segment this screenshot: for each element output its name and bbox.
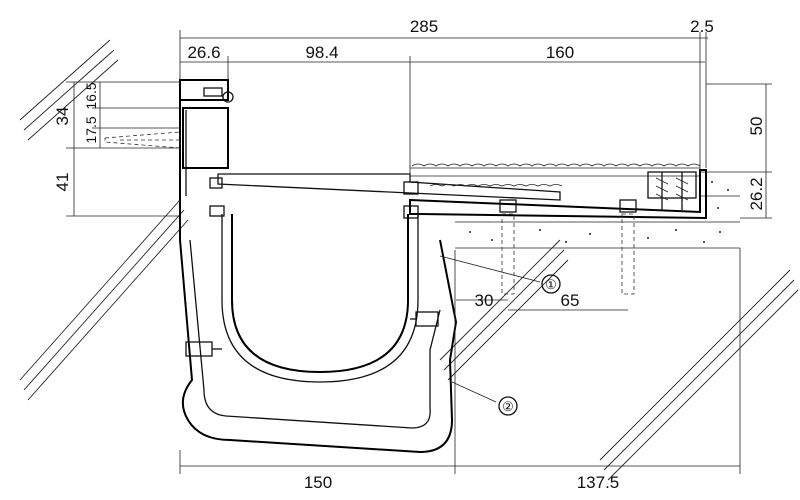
dim-anchor-offset: 17.5 (83, 116, 99, 143)
support-bracket (179, 200, 458, 454)
dim-clearance: 2.5 (690, 17, 714, 36)
right-frame-profile (403, 169, 707, 220)
left-anchor-bolt (104, 131, 181, 149)
dimension-lines (66, 30, 772, 474)
grate (217, 163, 701, 201)
dim-grate-height: 50 (747, 117, 766, 136)
svg-text:①: ① (545, 277, 557, 292)
dim-slab-width: 137.5 (577, 473, 620, 492)
ground-hatch-right (599, 269, 799, 481)
dim-channel-width: 150 (304, 473, 332, 492)
slab-anchor-bolts (499, 199, 637, 295)
channel-body (221, 214, 419, 383)
right-screws (655, 172, 689, 210)
ground-hatch-left-top (19, 39, 119, 141)
dim-grate-width: 160 (546, 43, 574, 62)
dim-bolt-offset: 30 (475, 291, 494, 310)
left-frame-profile (179, 79, 234, 217)
dim-gap-to-grate: 98.4 (305, 43, 338, 62)
concrete-slab (455, 171, 740, 249)
dim-bolt-spacing: 65 (561, 291, 580, 310)
dim-top-offset: 16.5 (83, 82, 99, 109)
callout-1: ① (541, 274, 561, 294)
dim-slab-thickness: 26.2 (747, 177, 766, 210)
callout-2: ② (498, 396, 518, 416)
dim-frame-width: 26.6 (187, 43, 220, 62)
svg-text:②: ② (502, 399, 514, 414)
dim-overall-width: 285 (410, 17, 438, 36)
ground-hatch-left-bottom (19, 199, 189, 401)
dim-lower-height: 41 (53, 173, 72, 192)
dim-upper-height: 34 (53, 107, 72, 126)
